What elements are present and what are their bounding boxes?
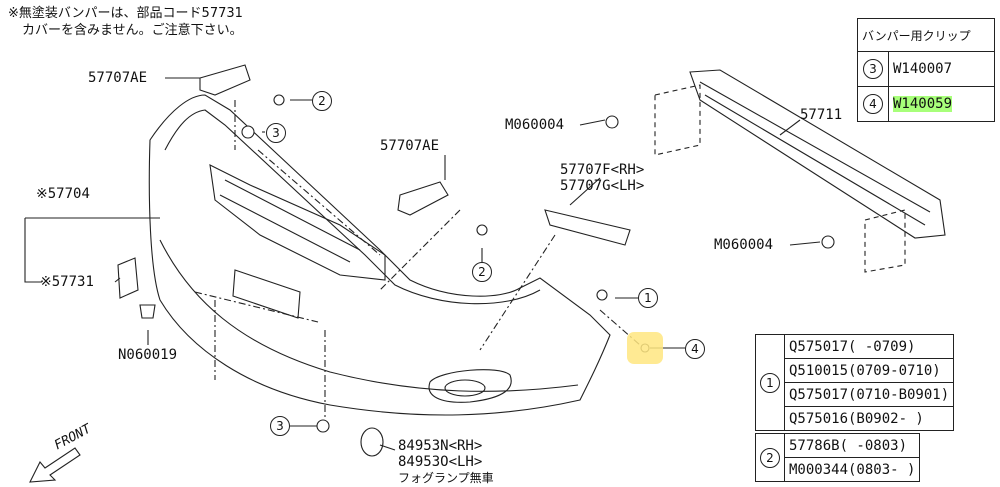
bolt-m060004-right xyxy=(821,235,835,249)
callout-4: 4 xyxy=(685,339,705,359)
clip-row-num: 4 xyxy=(863,94,883,114)
label-57707ae-top: 57707AE xyxy=(88,70,148,86)
bracket-57707ae-mid xyxy=(397,181,449,216)
bumper-lower-line xyxy=(159,239,579,392)
part-table-1: 1 Q575017( -0709) Q510015(0709-0710) Q57… xyxy=(755,334,955,431)
table2-row: M000344(0803- ) xyxy=(783,457,921,482)
grille-opening xyxy=(209,164,386,281)
label-57707ae-mid: 57707AE xyxy=(380,138,440,154)
license-plate-area xyxy=(232,269,301,319)
caution-note: ※無塗装バンパーは、部品コード57731 カバーを含みません。ご注意下さい。 xyxy=(8,5,243,39)
clip-3-top xyxy=(241,125,255,139)
clip-table-header: バンパー用クリップ xyxy=(857,18,995,52)
bolt-2-mid xyxy=(476,224,488,236)
highlight-marker xyxy=(627,332,663,364)
clip-row-num: 3 xyxy=(863,59,883,79)
clip-table: バンパー用クリップ 3 W140007 4 W140059 xyxy=(857,18,995,122)
front-arrow-icon xyxy=(29,447,81,483)
table1-row: Q575017( -0709) xyxy=(783,334,955,359)
label-57707g: 57707G<LH> xyxy=(560,178,645,194)
fog-lamp-cover xyxy=(360,427,384,457)
label-57711: 57711 xyxy=(800,107,843,123)
bracket-57707ae-top xyxy=(199,64,251,96)
label-57707f: 57707F<RH> xyxy=(560,162,645,178)
label-57704: ※57704 xyxy=(36,186,90,202)
note-line-1: ※無塗装バンパーは、部品コード57731 xyxy=(8,6,243,21)
side-cover xyxy=(117,257,139,299)
table1-num: 1 xyxy=(760,372,780,393)
callout-2-mid: 2 xyxy=(472,262,492,282)
label-57731: ※57731 xyxy=(40,274,94,290)
table2-row: 57786B( -0803) xyxy=(783,433,921,458)
label-m060004-right: M060004 xyxy=(714,237,774,253)
clip-row-code: W140007 xyxy=(888,51,995,87)
table1-row: Q510015(0709-0710) xyxy=(783,358,955,383)
label-n060019: N060019 xyxy=(118,347,178,363)
table1-row: Q575017(0710-B0901) xyxy=(783,382,955,407)
table2-num: 2 xyxy=(760,447,780,468)
bracket-57707fg xyxy=(544,209,631,246)
label-84953n: 84953N<RH> xyxy=(398,438,483,454)
fog-lamp-opening xyxy=(428,369,512,403)
reinforcement-beam xyxy=(689,69,946,239)
label-fog-lamp: フォグランプ無車 xyxy=(398,471,494,485)
bumper-inner-line xyxy=(164,109,541,305)
callout-3-bottom: 3 xyxy=(270,416,290,436)
bolt-2-top xyxy=(273,94,285,106)
clip-row-code-highlighted: W140059 xyxy=(893,96,953,112)
label-84953o: 84953O<LH> xyxy=(398,454,483,470)
clip-3-bottom xyxy=(316,419,330,433)
callout-1: 1 xyxy=(638,288,658,308)
clip-n060019 xyxy=(139,304,156,319)
bolt-m060004-top xyxy=(605,115,619,129)
callout-2-top: 2 xyxy=(312,91,332,111)
part-table-2: 2 57786B( -0803) M000344(0803- ) xyxy=(755,433,921,482)
screw-1 xyxy=(596,289,608,301)
note-line-2: カバーを含みません。ご注意下さい。 xyxy=(22,23,243,38)
label-m060004-top: M060004 xyxy=(505,117,565,133)
bumper-cover-outline xyxy=(148,94,611,416)
callout-3-top: 3 xyxy=(266,123,286,143)
table1-row: Q575016(B0902- ) xyxy=(783,406,955,431)
